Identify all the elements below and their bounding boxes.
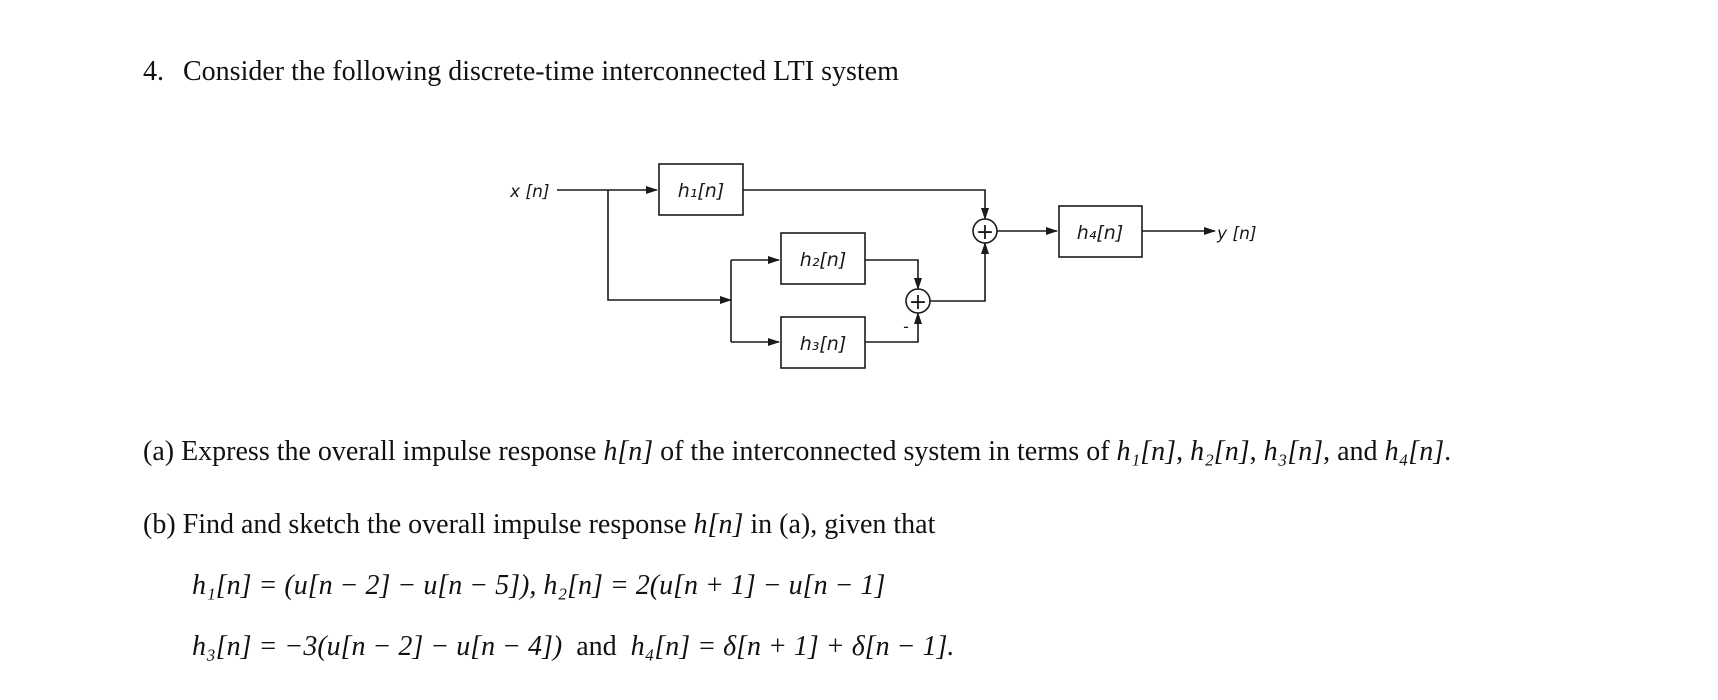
- block-h4: [1058, 205, 1143, 258]
- block-h3: [780, 316, 866, 369]
- part-a-sep2: ,: [1249, 436, 1264, 467]
- adder-2: [905, 288, 931, 314]
- equation-and: and: [576, 631, 617, 662]
- block-h2-label: h₂[n]: [800, 249, 847, 271]
- adder-1: [972, 218, 998, 244]
- part-a-text: Express the overall impulse response: [181, 436, 604, 467]
- equation-h3: h₃[n] = −3(u[n − 2] − u[n − 4]): [192, 631, 563, 662]
- input-label: x [n]: [509, 182, 550, 202]
- part-a-sep1: ,: [1176, 436, 1191, 467]
- adder-2-symbol: +: [909, 290, 927, 315]
- wire-h3-to-adder2: [865, 312, 922, 343]
- wire-input-to-branch: [607, 190, 732, 304]
- question-text: Consider the following discrete-time int…: [183, 56, 899, 87]
- part-a-sep3: , and: [1323, 436, 1385, 467]
- block-diagram: + + - x [n] y [n] h₁[n] h₂[n] h₃[n] h₄[n…: [509, 163, 1257, 369]
- part-b-text: Find and sketch the overall impulse resp…: [182, 509, 694, 540]
- block-h4-label: h₄[n]: [1077, 222, 1124, 244]
- wire-h1-to-adder1: [743, 189, 989, 220]
- part-b-text-after: in (a), given that: [743, 509, 936, 540]
- question-number: 4.: [143, 56, 164, 87]
- part-a-end: .: [1444, 436, 1452, 467]
- part-a: (a) Express the overall impulse response…: [143, 434, 1451, 470]
- block-h1-label: h₁[n]: [678, 180, 725, 202]
- equation-line-1: h₁[n] = (u[n − 2] − u[n − 5]), h₂[n] = 2…: [192, 570, 886, 601]
- part-a-text-middle: of the interconnected system in terms of: [653, 436, 1117, 467]
- equation-h4: h₄[n] = δ[n + 1] + δ[n − 1].: [630, 631, 955, 662]
- part-a-label: (a): [143, 436, 175, 467]
- part-a-h4: h₄[n]: [1384, 436, 1445, 467]
- block-h2: [780, 232, 866, 285]
- part-b: (b) Find and sketch the overall impulse …: [143, 507, 935, 543]
- part-b-label: (b): [143, 509, 176, 540]
- part-a-h3: h₃[n]: [1263, 436, 1324, 467]
- part-a-h-n: h[n]: [603, 436, 654, 467]
- adder-1-symbol: +: [976, 220, 994, 245]
- block-h3-label: h₃[n]: [800, 333, 847, 355]
- adder-2-minus-sign: -: [903, 317, 909, 336]
- block-h1: [658, 163, 744, 216]
- question-heading: 4. Consider the following discrete-time i…: [143, 54, 899, 90]
- part-a-h1: h₁[n]: [1116, 436, 1177, 467]
- wire-adder2-to-adder1: [930, 242, 989, 302]
- part-a-h2: h₂[n]: [1190, 436, 1250, 467]
- equation-line-2: h₃[n] = −3(u[n − 2] − u[n − 4]) and h₄[n…: [192, 629, 954, 665]
- part-b-h-n: h[n]: [693, 509, 744, 540]
- wire-h2-to-adder2: [865, 259, 922, 290]
- output-label: y [n]: [1216, 224, 1257, 244]
